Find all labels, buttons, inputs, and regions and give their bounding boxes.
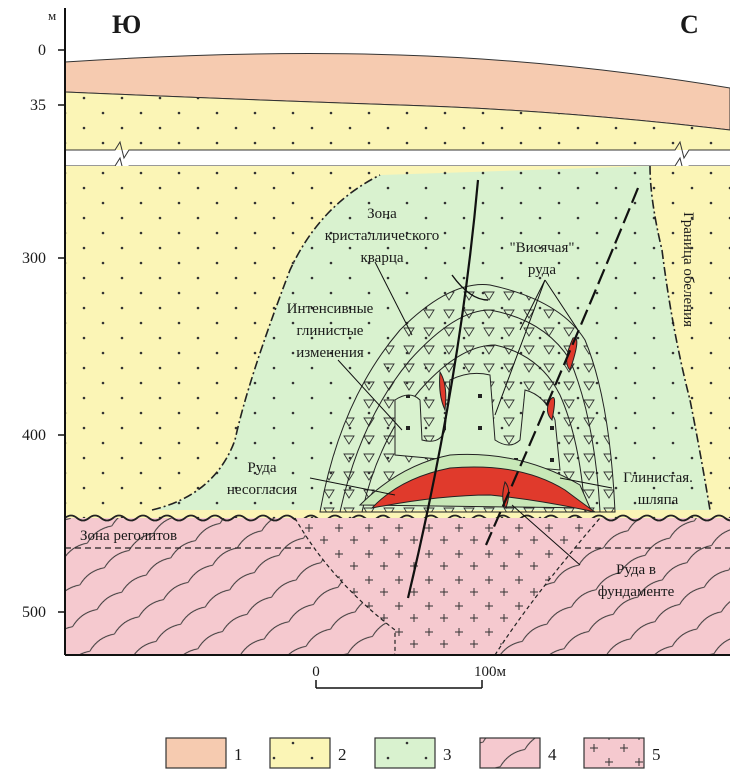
unconformity-ore [370,466,596,513]
scale-start: 0 [312,664,320,680]
label-quartz-1: Зона [367,206,397,222]
fault-mid [451,274,489,301]
legend: 1 2 3 4 5 [165,737,661,769]
legend-label-2: 2 [338,745,347,764]
label-clay-1: Интенсивные [287,301,374,317]
legend-swatch-1 [165,737,227,769]
section-break-line [65,140,730,160]
direction-north: С [680,10,699,39]
tick-500: 500 [22,604,46,621]
legend-label-1: 1 [234,745,243,764]
legend-label-3: 3 [443,745,452,764]
label-quartz-3: кварца [360,250,403,266]
label-cap-1: Глинистая. [623,470,693,486]
tick-400: 400 [22,427,46,444]
legend-label-4: 4 [548,745,557,764]
label-unconf-2: несогласия [227,482,297,498]
label-clay-2: глинистые [297,323,364,339]
legend-label-5: 5 [652,745,661,764]
axis-unit: м [48,8,56,23]
hanging-ore-mid [546,397,556,422]
tick-35: 35 [30,97,46,114]
hanging-ore-left [439,370,447,412]
label-hanging-1: "Висячая" [510,240,575,256]
label-quartz-2: кристаллического [325,228,440,244]
bleach-boundary-line [151,174,381,511]
hanging-ore-right [566,337,578,371]
fault-main [406,179,480,599]
label-unconf-1: Руда [247,460,277,476]
label-basement-ore-2: фундаменте [598,584,675,600]
leader-lines [309,261,613,566]
label-bleach-boundary: Граница обеления [680,212,696,327]
direction-south: Ю [112,10,141,39]
axis-ticks [58,49,65,613]
tick-300: 300 [22,250,46,267]
scale-bar [315,680,483,689]
label-regolith: Зона реголитов [80,528,177,544]
scale-end: 100м [474,664,507,680]
label-hanging-2: руда [528,262,556,278]
label-cap-2: шляпа [638,492,679,508]
label-basement-ore-1: Руда в [616,562,656,578]
label-clay-3: изменения [296,345,364,361]
tick-0: 0 [38,42,46,59]
